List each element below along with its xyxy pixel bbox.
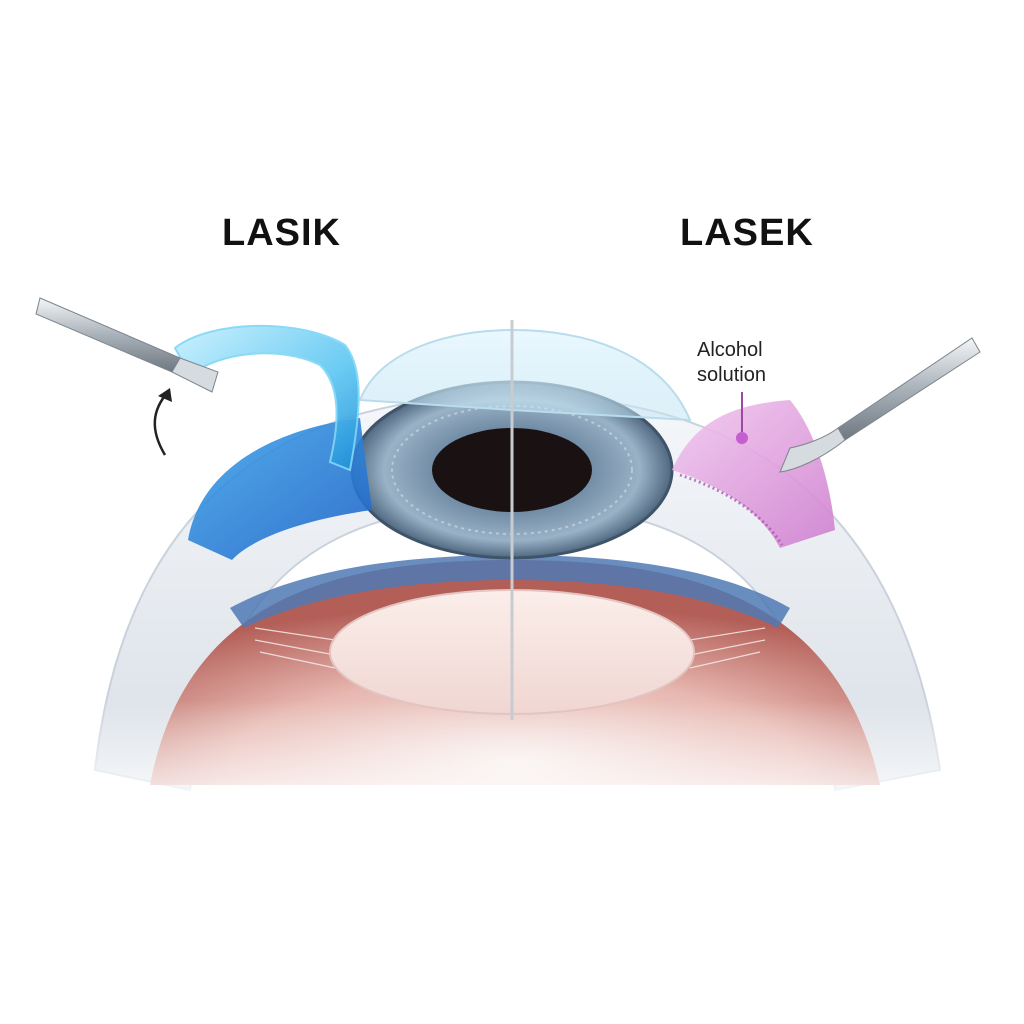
cornea-dome (358, 328, 692, 422)
lasik-title: LASIK (222, 212, 341, 254)
lasek-epithelium-layer (672, 400, 835, 548)
alcohol-solution-label: Alcohol solution (697, 339, 766, 386)
curved-arrow-icon (153, 388, 172, 456)
leader-dot-icon (736, 432, 748, 444)
zonule-fibers (254, 627, 766, 669)
lasek-title: LASEK (680, 212, 814, 254)
spatula-instrument-icon (35, 297, 219, 393)
lasik-corneal-flap (173, 324, 360, 472)
lasik-stromal-bed (188, 418, 372, 560)
spatula-instrument-icon (779, 337, 981, 473)
corneal-band (230, 555, 790, 628)
